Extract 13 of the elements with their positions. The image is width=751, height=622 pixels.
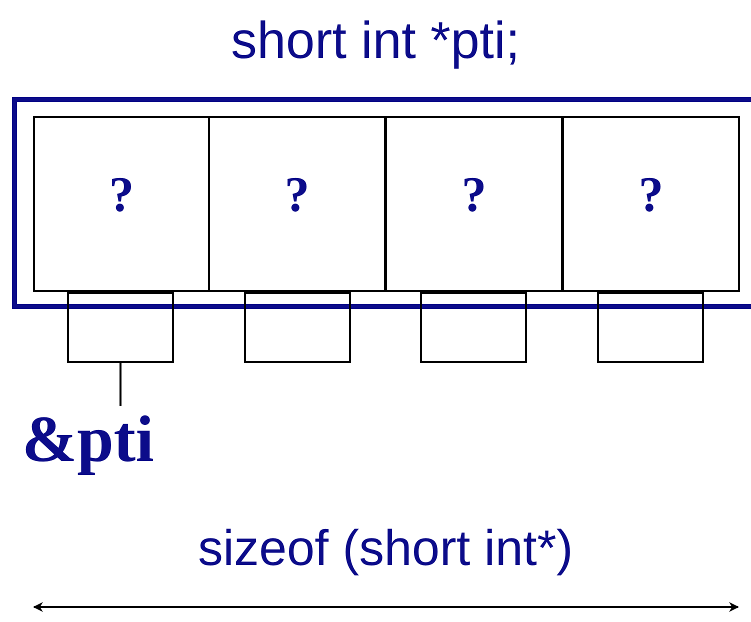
title-text: short int *pti; — [230, 11, 522, 72]
memory-cell: ? — [385, 116, 563, 292]
address-box — [67, 292, 174, 363]
leader-line — [120, 363, 122, 406]
memory-cell: ? — [208, 116, 386, 292]
dimension-label: sizeof (short int*) — [196, 519, 574, 578]
address-box — [597, 292, 704, 363]
address-box — [244, 292, 351, 363]
memory-cell: ? — [562, 116, 740, 292]
address-box — [420, 292, 527, 363]
memory-cell: ? — [33, 116, 210, 292]
memory-frame — [12, 97, 751, 309]
pointer-label: &pti — [22, 400, 192, 480]
